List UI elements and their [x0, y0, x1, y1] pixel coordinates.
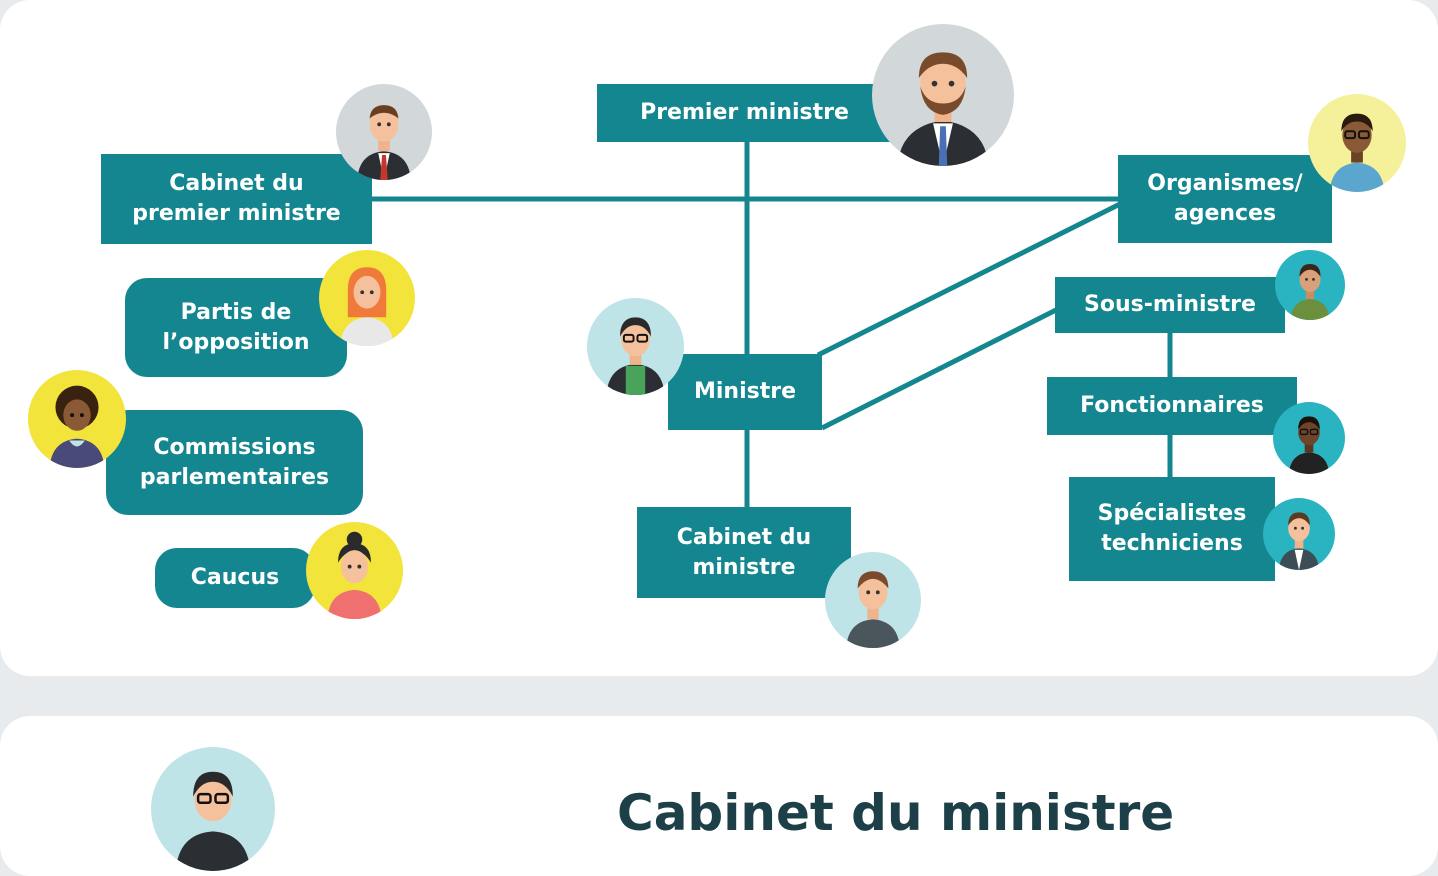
node-organismes-agences[interactable]: Organismes/ agences	[1118, 155, 1332, 243]
ministre-avatar-icon	[587, 298, 684, 395]
node-label: Caucus	[190, 565, 280, 591]
node-label: Fonctionnaires	[1080, 393, 1264, 419]
node-cabinet-ministre[interactable]: Cabinet du ministre	[637, 507, 851, 598]
organismes-avatar-icon	[1308, 94, 1406, 192]
sous-ministre-avatar-icon	[1275, 250, 1345, 320]
commissions-avatar-icon	[28, 370, 126, 468]
node-caucus[interactable]: Caucus	[155, 548, 315, 608]
ministre-detail-avatar-icon	[151, 747, 275, 871]
node-commissions-parlementaires[interactable]: Commissions parlementaires	[106, 410, 363, 515]
node-fonctionnaires[interactable]: Fonctionnaires	[1047, 377, 1297, 435]
node-label: Commissions parlementaires	[139, 434, 330, 490]
cabinet-ministre-avatar-icon	[825, 552, 921, 648]
node-premier-ministre[interactable]: Premier ministre	[597, 84, 892, 142]
node-partis-opposition[interactable]: Partis de l’opposition	[125, 278, 347, 377]
node-label: Cabinet du ministre	[676, 524, 812, 580]
node-label: Premier ministre	[640, 100, 849, 126]
node-label: Organismes/ agences	[1147, 171, 1303, 226]
connector-lines	[370, 140, 1173, 510]
partis-avatar-icon	[319, 250, 415, 346]
caucus-avatar-icon	[306, 522, 403, 619]
node-label: Partis de l’opposition	[162, 299, 310, 355]
node-ministre[interactable]: Ministre	[668, 354, 822, 430]
node-label: Ministre	[693, 379, 797, 405]
specialistes-avatar-icon	[1263, 498, 1335, 570]
detail-title: Cabinet du ministre	[617, 784, 1175, 842]
node-specialistes-techniciens[interactable]: Spécialistes techniciens	[1069, 477, 1275, 581]
node-label: Cabinet du premier ministre	[132, 171, 341, 226]
fonctionnaires-avatar-icon	[1273, 402, 1345, 474]
node-label: Spécialistes techniciens	[1097, 501, 1247, 556]
node-label: Sous-ministre	[1084, 292, 1256, 318]
node-cabinet-premier-ministre[interactable]: Cabinet du premier ministre	[101, 154, 372, 244]
premier-ministre-avatar-icon	[872, 24, 1014, 166]
line-ministre-sousministre	[820, 307, 1058, 431]
line-ministre-organismes	[816, 201, 1122, 358]
cabinet-premier-avatar-icon	[336, 84, 432, 180]
node-sous-ministre[interactable]: Sous-ministre	[1055, 277, 1285, 333]
